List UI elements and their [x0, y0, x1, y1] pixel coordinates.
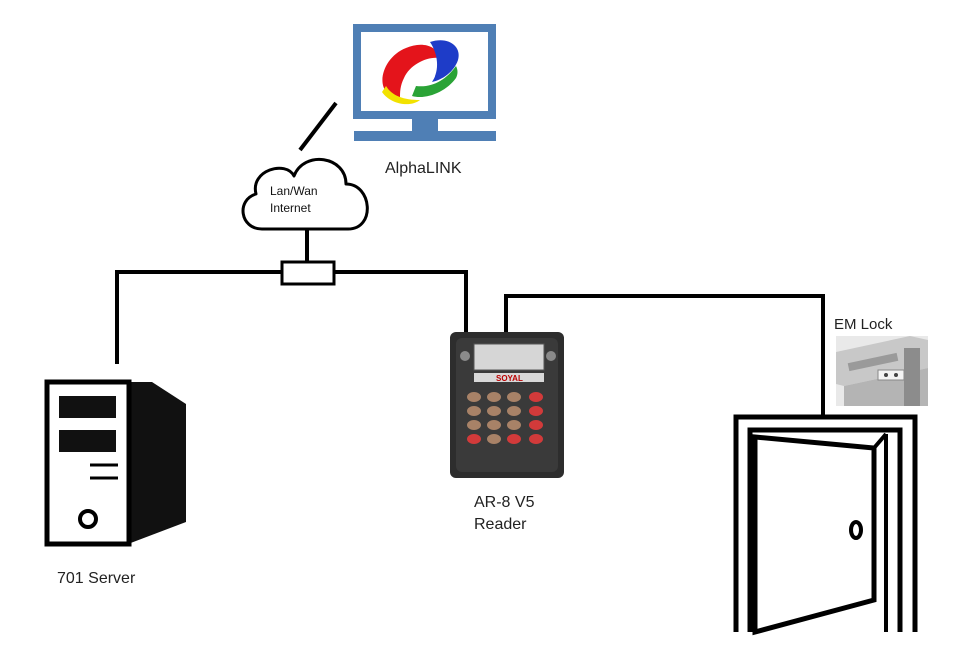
reader-label-line1: AR-8 V5: [474, 494, 535, 511]
alphalink-label: AlphaLINK: [385, 160, 462, 177]
hub-reader-link: [334, 270, 468, 332]
connection-lines: [115, 101, 825, 417]
cloud-label-line1: Lan/Wan: [270, 184, 318, 198]
reader-label: AR-8 V5 Reader: [474, 492, 534, 536]
reader-icon: SOYAL: [450, 332, 564, 478]
monitor-icon: [353, 24, 496, 141]
server-icon: [44, 379, 186, 547]
server-label: 701 Server: [57, 570, 136, 587]
reader-lock-link: [504, 294, 825, 417]
hub-server-link: [115, 270, 282, 364]
door-icon: [733, 414, 918, 636]
workstation-cloud-link: [298, 101, 338, 152]
em-lock-icon: [836, 336, 928, 406]
cloud-label: Lan/Wan Internet: [270, 183, 318, 217]
cloud-label-line2: Internet: [270, 201, 311, 215]
reader-label-line2: Reader: [474, 516, 527, 533]
alphalink-logo: [382, 40, 459, 105]
cloud-icon: [241, 158, 369, 231]
em-lock-label: EM Lock: [834, 316, 893, 333]
reader-brand: SOYAL: [496, 374, 523, 383]
reader-keypad: [467, 392, 543, 444]
network-hub: [280, 260, 336, 286]
